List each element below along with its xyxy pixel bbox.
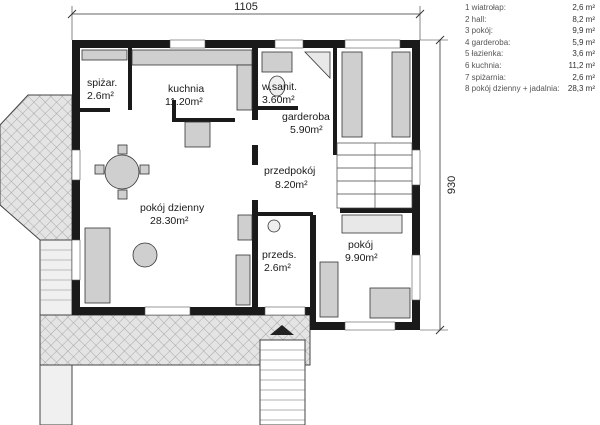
terrace [0,94,311,425]
svg-text:2.6m²: 2.6m² [87,90,114,102]
svg-text:9.90m²: 9.90m² [345,252,378,264]
area-legend: 1 wiatrołap:2,6 m² 2 hall:8,2 m² 3 pokój… [465,2,595,95]
height-label: 930 [446,176,458,194]
svg-text:spiżar.: spiżar. [87,77,117,89]
legend-row: 5 łazienka:3,6 m² [465,49,595,59]
windows [71,39,421,331]
svg-text:8.20m²: 8.20m² [275,179,308,191]
svg-text:2.6m²: 2.6m² [264,262,291,274]
furniture [81,49,411,319]
room-spizarnia: spiżar. 2.6m² [87,77,117,102]
legend-row: 2 hall:8,2 m² [465,14,595,24]
svg-text:przeds.: przeds. [262,249,296,261]
legend-row: 3 pokój:9,9 m² [465,26,595,36]
legend-row: 6 kuchnia:11,2 m² [465,60,595,70]
room-wc: w.sanit. 3.60m² [261,81,297,106]
room-pokoj: pokój 9.90m² [345,239,378,264]
svg-text:w.sanit.: w.sanit. [261,81,297,93]
dimension-height: 930 [420,35,458,335]
svg-text:garderoba: garderoba [282,111,330,123]
legend-row: 8 pokój dzienny + jadalnia:28,3 m² [465,84,595,94]
room-przedsionek: przeds. 2.6m² [262,249,296,274]
dimension-width: 1105 [67,1,425,40]
svg-text:28.30m²: 28.30m² [150,215,189,227]
svg-text:5.90m²: 5.90m² [290,124,323,136]
legend-row: 4 garderoba:5,9 m² [465,37,595,47]
svg-text:kuchnia: kuchnia [168,83,204,95]
room-garderoba: garderoba 5.90m² [282,111,330,136]
legend-row: 1 wiatrołap:2,6 m² [465,3,595,12]
svg-text:11.20m²: 11.20m² [165,96,203,108]
svg-text:przedpokój: przedpokój [264,165,315,177]
svg-text:pokój dzienny: pokój dzienny [140,202,205,214]
room-kuchnia: kuchnia 11.20m² [165,83,204,108]
svg-text:3.60m²: 3.60m² [262,94,295,106]
stairs [336,142,413,209]
width-label: 1105 [234,1,258,13]
room-pokoj-dzienny: pokój dzienny 28.30m² [140,202,205,227]
svg-text:pokój: pokój [348,239,373,251]
entrance-arrow-icon [270,325,294,335]
legend-row: 7 spiżarnia:2,6 m² [465,72,595,82]
room-przedpokoj: przedpokój 8.20m² [264,165,315,191]
